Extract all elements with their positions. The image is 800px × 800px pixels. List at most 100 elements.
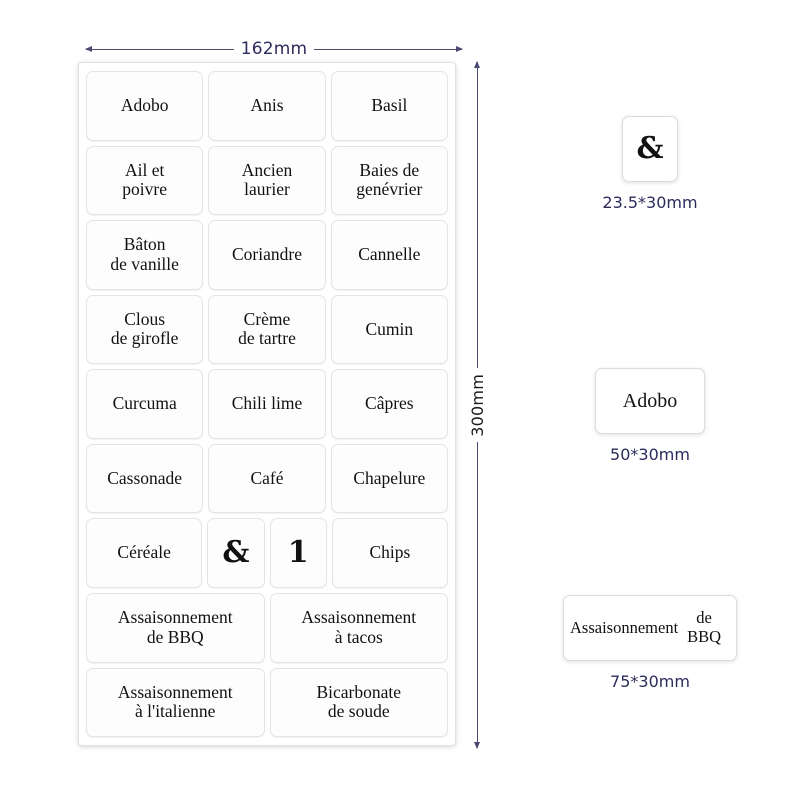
height-dimension-annotation: 300mm: [466, 61, 488, 749]
label-text-line: Basil: [371, 94, 408, 115]
label-cell-text: &: [222, 536, 249, 570]
label-cell[interactable]: Chips: [331, 518, 448, 588]
width-dimension-annotation: 162mm: [85, 38, 463, 60]
label-cell[interactable]: Céréale: [86, 518, 203, 588]
sample-label-preview: &: [622, 116, 678, 182]
label-cell-text: Basil: [371, 94, 408, 116]
label-cell[interactable]: Café: [208, 443, 326, 514]
label-cell[interactable]: Cannelle: [330, 220, 448, 290]
label-cell[interactable]: Cumin: [330, 294, 448, 365]
label-row: Curcuma Chili lime Câpres: [86, 369, 448, 439]
label-row: Cassonade Café Chapelure: [86, 443, 448, 514]
label-cell-text: Cassonade: [107, 467, 183, 489]
label-text-line: à tacos: [334, 626, 383, 647]
label-row: Céréale & 1 Chips: [86, 518, 448, 588]
label-text-line: Coriandre: [232, 244, 302, 265]
label-text-line: à l'italienne: [135, 701, 216, 722]
label-text-line: Assaisonnement: [117, 607, 233, 628]
label-text-line: Ancien: [241, 159, 293, 180]
label-text-line: Cannelle: [358, 244, 421, 265]
label-cell[interactable]: Curcuma: [86, 369, 204, 439]
label-cell[interactable]: Anis: [208, 71, 326, 141]
label-cell[interactable]: Adobo: [86, 71, 204, 141]
dimension-arrow-left: [85, 45, 234, 52]
label-text-line: &: [636, 130, 664, 166]
dimension-arrow-right: [314, 45, 463, 52]
label-text-line: Cassonade: [107, 467, 183, 488]
label-row: Adobo Anis Basil: [86, 71, 448, 141]
label-text-line: Curcuma: [112, 393, 177, 414]
label-cell[interactable]: Chili lime: [208, 369, 326, 439]
label-cell[interactable]: Câpres: [330, 369, 448, 439]
label-text-line: Adobo: [120, 94, 169, 115]
label-text-line: &: [222, 535, 250, 571]
label-text-line: de vanille: [110, 253, 179, 274]
label-text-line: Assaisonnement: [117, 681, 233, 702]
sample-label-preview: Assaisonnement de BBQ: [563, 595, 737, 661]
label-text-line: laurier: [244, 179, 290, 200]
label-text-line: de soude: [327, 701, 390, 722]
label-cell[interactable]: Chapelure: [330, 443, 448, 514]
label-cell-text: Câpres: [365, 394, 414, 414]
label-cell-text: Céréale: [117, 543, 170, 563]
sample-label-preview: Adobo: [595, 368, 705, 434]
label-text-line: Chips: [369, 542, 411, 563]
label-cell-text: Café: [250, 467, 284, 489]
label-text-line: genévrier: [356, 179, 423, 200]
label-text-line: Assaisonnement: [301, 607, 417, 628]
label-text-line: de tartre: [238, 328, 296, 349]
width-dimension-label: 162mm: [240, 39, 308, 59]
label-text-line: de BBQ: [687, 608, 722, 646]
label-cell[interactable]: Coriandre: [208, 220, 326, 290]
sample-size-caption: 75*30mm: [610, 672, 690, 691]
label-text-line: 1: [287, 535, 309, 571]
label-cell-text: 1: [288, 536, 309, 570]
label-cell[interactable]: Basil: [330, 71, 448, 141]
label-cell-text: Adobo: [120, 94, 169, 116]
label-text-line: Crème: [243, 308, 291, 329]
label-text-line: Ail et: [124, 159, 165, 180]
size-sample-bbq: Assaisonnement de BBQ 75*30mm: [546, 595, 754, 691]
label-text-line: poivre: [122, 179, 168, 200]
label-cell-text: Anis: [250, 94, 284, 116]
size-sample-ampersand: & 23.5*30mm: [588, 116, 712, 212]
label-text-line: Assaisonnement: [570, 617, 679, 637]
label-cell[interactable]: Cassonade: [86, 443, 204, 514]
label-cell[interactable]: &: [207, 518, 265, 588]
label-text-line: de BBQ: [146, 626, 204, 647]
label-cell[interactable]: 1: [269, 518, 327, 588]
label-cell-text: Chili lime: [232, 394, 303, 414]
label-text-line: Anis: [250, 94, 284, 115]
label-cell-text: Chips: [369, 543, 410, 563]
size-sample-adobo: Adobo 50*30mm: [572, 368, 728, 464]
label-text-line: Café: [250, 467, 284, 488]
label-text-line: Câpres: [365, 393, 414, 414]
dimension-arrow-up: [473, 61, 480, 368]
label-text-line: Céréale: [117, 542, 171, 563]
label-cell-text: Curcuma: [113, 394, 177, 414]
label-cell-text: Chapelure: [353, 468, 425, 489]
dimension-arrow-down: [473, 442, 480, 749]
